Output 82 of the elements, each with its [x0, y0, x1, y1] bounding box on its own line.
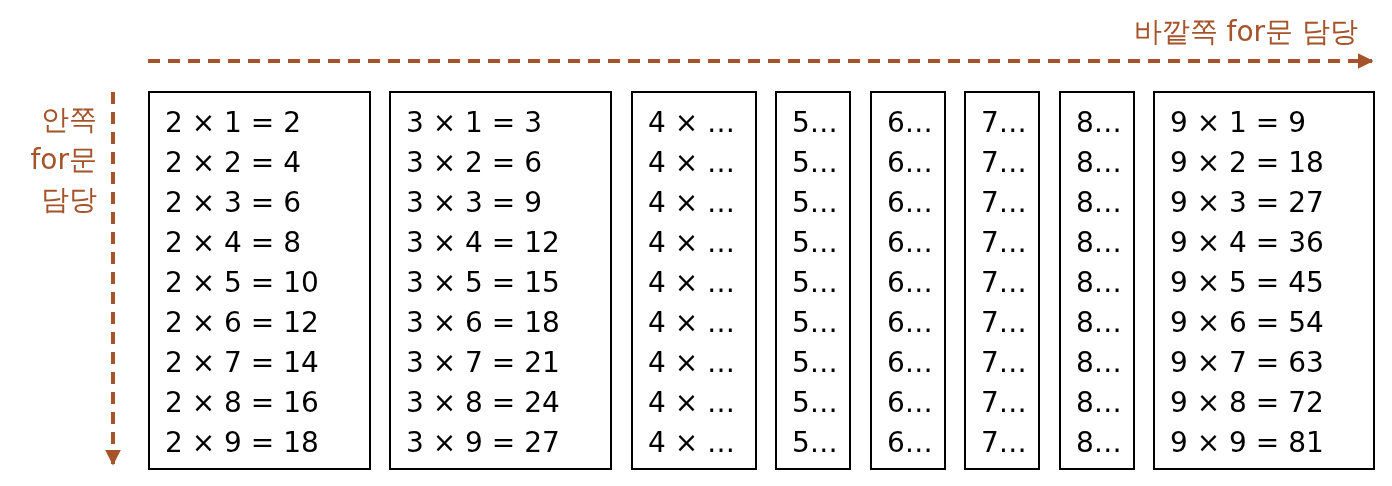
equation-text: 7… [981, 145, 1027, 181]
equation-text: 8… [1076, 305, 1122, 341]
equation-text: 6… [887, 305, 933, 341]
equation-text: 9 × 2 = 18 [1170, 145, 1324, 181]
equation-text: 2 × 4 = 8 [165, 225, 301, 261]
equation-text: 7… [981, 265, 1027, 301]
table-box [870, 91, 946, 470]
equation-text: 4 × … [648, 425, 736, 461]
equation-text: 9 × 9 = 81 [1170, 425, 1324, 461]
equation-text: 7… [981, 345, 1027, 381]
equation-text: 2 × 2 = 4 [165, 145, 301, 181]
equation-text: 6… [887, 105, 933, 141]
equation-text: 2 × 6 = 12 [165, 305, 319, 341]
equation-text: 2 × 8 = 16 [165, 385, 319, 421]
equation-text: 5… [792, 145, 838, 181]
equation-text: 8… [1076, 185, 1122, 221]
table-box [631, 91, 757, 470]
equation-text: 9 × 7 = 63 [1170, 345, 1324, 381]
equation-text: 8… [1076, 265, 1122, 301]
equation-text: 6… [887, 225, 933, 261]
equation-text: 2 × 9 = 18 [165, 425, 319, 461]
equation-text: 8… [1076, 225, 1122, 261]
equation-text: 3 × 9 = 27 [406, 425, 560, 461]
equation-text: 5… [792, 385, 838, 421]
equation-text: 4 × … [648, 305, 736, 341]
table-box [964, 91, 1040, 470]
equation-text: 7… [981, 425, 1027, 461]
equation-text: 3 × 8 = 24 [406, 385, 560, 421]
table-box [1059, 91, 1135, 470]
equation-text: 6… [887, 265, 933, 301]
equation-text: 4 × … [648, 265, 736, 301]
equation-text: 4 × … [648, 345, 736, 381]
axis-caption: 안쪽 for문 담당 [29, 102, 97, 218]
equation-text: 3 × 3 = 9 [406, 185, 542, 221]
equation-text: 4 × … [648, 185, 736, 221]
equation-text: 9 × 6 = 54 [1170, 305, 1324, 341]
equation-text: 3 × 1 = 3 [406, 105, 542, 141]
equation-text: 3 × 5 = 15 [406, 265, 560, 301]
table-box [148, 91, 371, 470]
equation-text: 6… [887, 385, 933, 421]
equation-text: 5… [792, 265, 838, 301]
equation-text: 2 × 3 = 6 [165, 185, 301, 221]
equation-text: 8… [1076, 145, 1122, 181]
equation-text: 5… [792, 105, 838, 141]
equation-text: 9 × 8 = 72 [1170, 385, 1324, 421]
equation-text: 2 × 7 = 14 [165, 345, 319, 381]
equation-text: 9 × 4 = 36 [1170, 225, 1324, 261]
equation-text: 9 × 1 = 9 [1170, 105, 1306, 141]
equation-text: 5… [792, 305, 838, 341]
equation-text: 4 × … [648, 145, 736, 181]
equation-text: 3 × 7 = 21 [406, 345, 560, 381]
equation-text: 3 × 6 = 18 [406, 305, 560, 341]
equation-text: 8… [1076, 425, 1122, 461]
equation-text: 6… [887, 425, 933, 461]
table-box [775, 91, 851, 470]
equation-text: 5… [792, 225, 838, 261]
axis-caption: 바깥쪽 for문 담당 [1133, 14, 1358, 50]
table-box [1153, 91, 1375, 470]
equation-text: 6… [887, 145, 933, 181]
equation-text: 8… [1076, 105, 1122, 141]
equation-text: 6… [887, 345, 933, 381]
equation-text: 3 × 4 = 12 [406, 225, 560, 261]
equation-text: 9 × 5 = 45 [1170, 265, 1324, 301]
equation-text: 8… [1076, 345, 1122, 381]
equation-text: 5… [792, 425, 838, 461]
equation-text: 3 × 2 = 6 [406, 145, 542, 181]
equation-text: 2 × 5 = 10 [165, 265, 319, 301]
equation-text: 5… [792, 185, 838, 221]
equation-text: 6… [887, 185, 933, 221]
equation-text: 7… [981, 185, 1027, 221]
equation-text: 8… [1076, 385, 1122, 421]
equation-text: 9 × 3 = 27 [1170, 185, 1324, 221]
table-box [389, 91, 612, 470]
equation-text: 4 × … [648, 225, 736, 261]
equation-text: 5… [792, 345, 838, 381]
equation-text: 4 × … [648, 385, 736, 421]
equation-text: 7… [981, 225, 1027, 261]
equation-text: 4 × … [648, 105, 736, 141]
equation-text: 7… [981, 305, 1027, 341]
equation-text: 7… [981, 105, 1027, 141]
equation-text: 7… [981, 385, 1027, 421]
equation-text: 2 × 1 = 2 [165, 105, 301, 141]
